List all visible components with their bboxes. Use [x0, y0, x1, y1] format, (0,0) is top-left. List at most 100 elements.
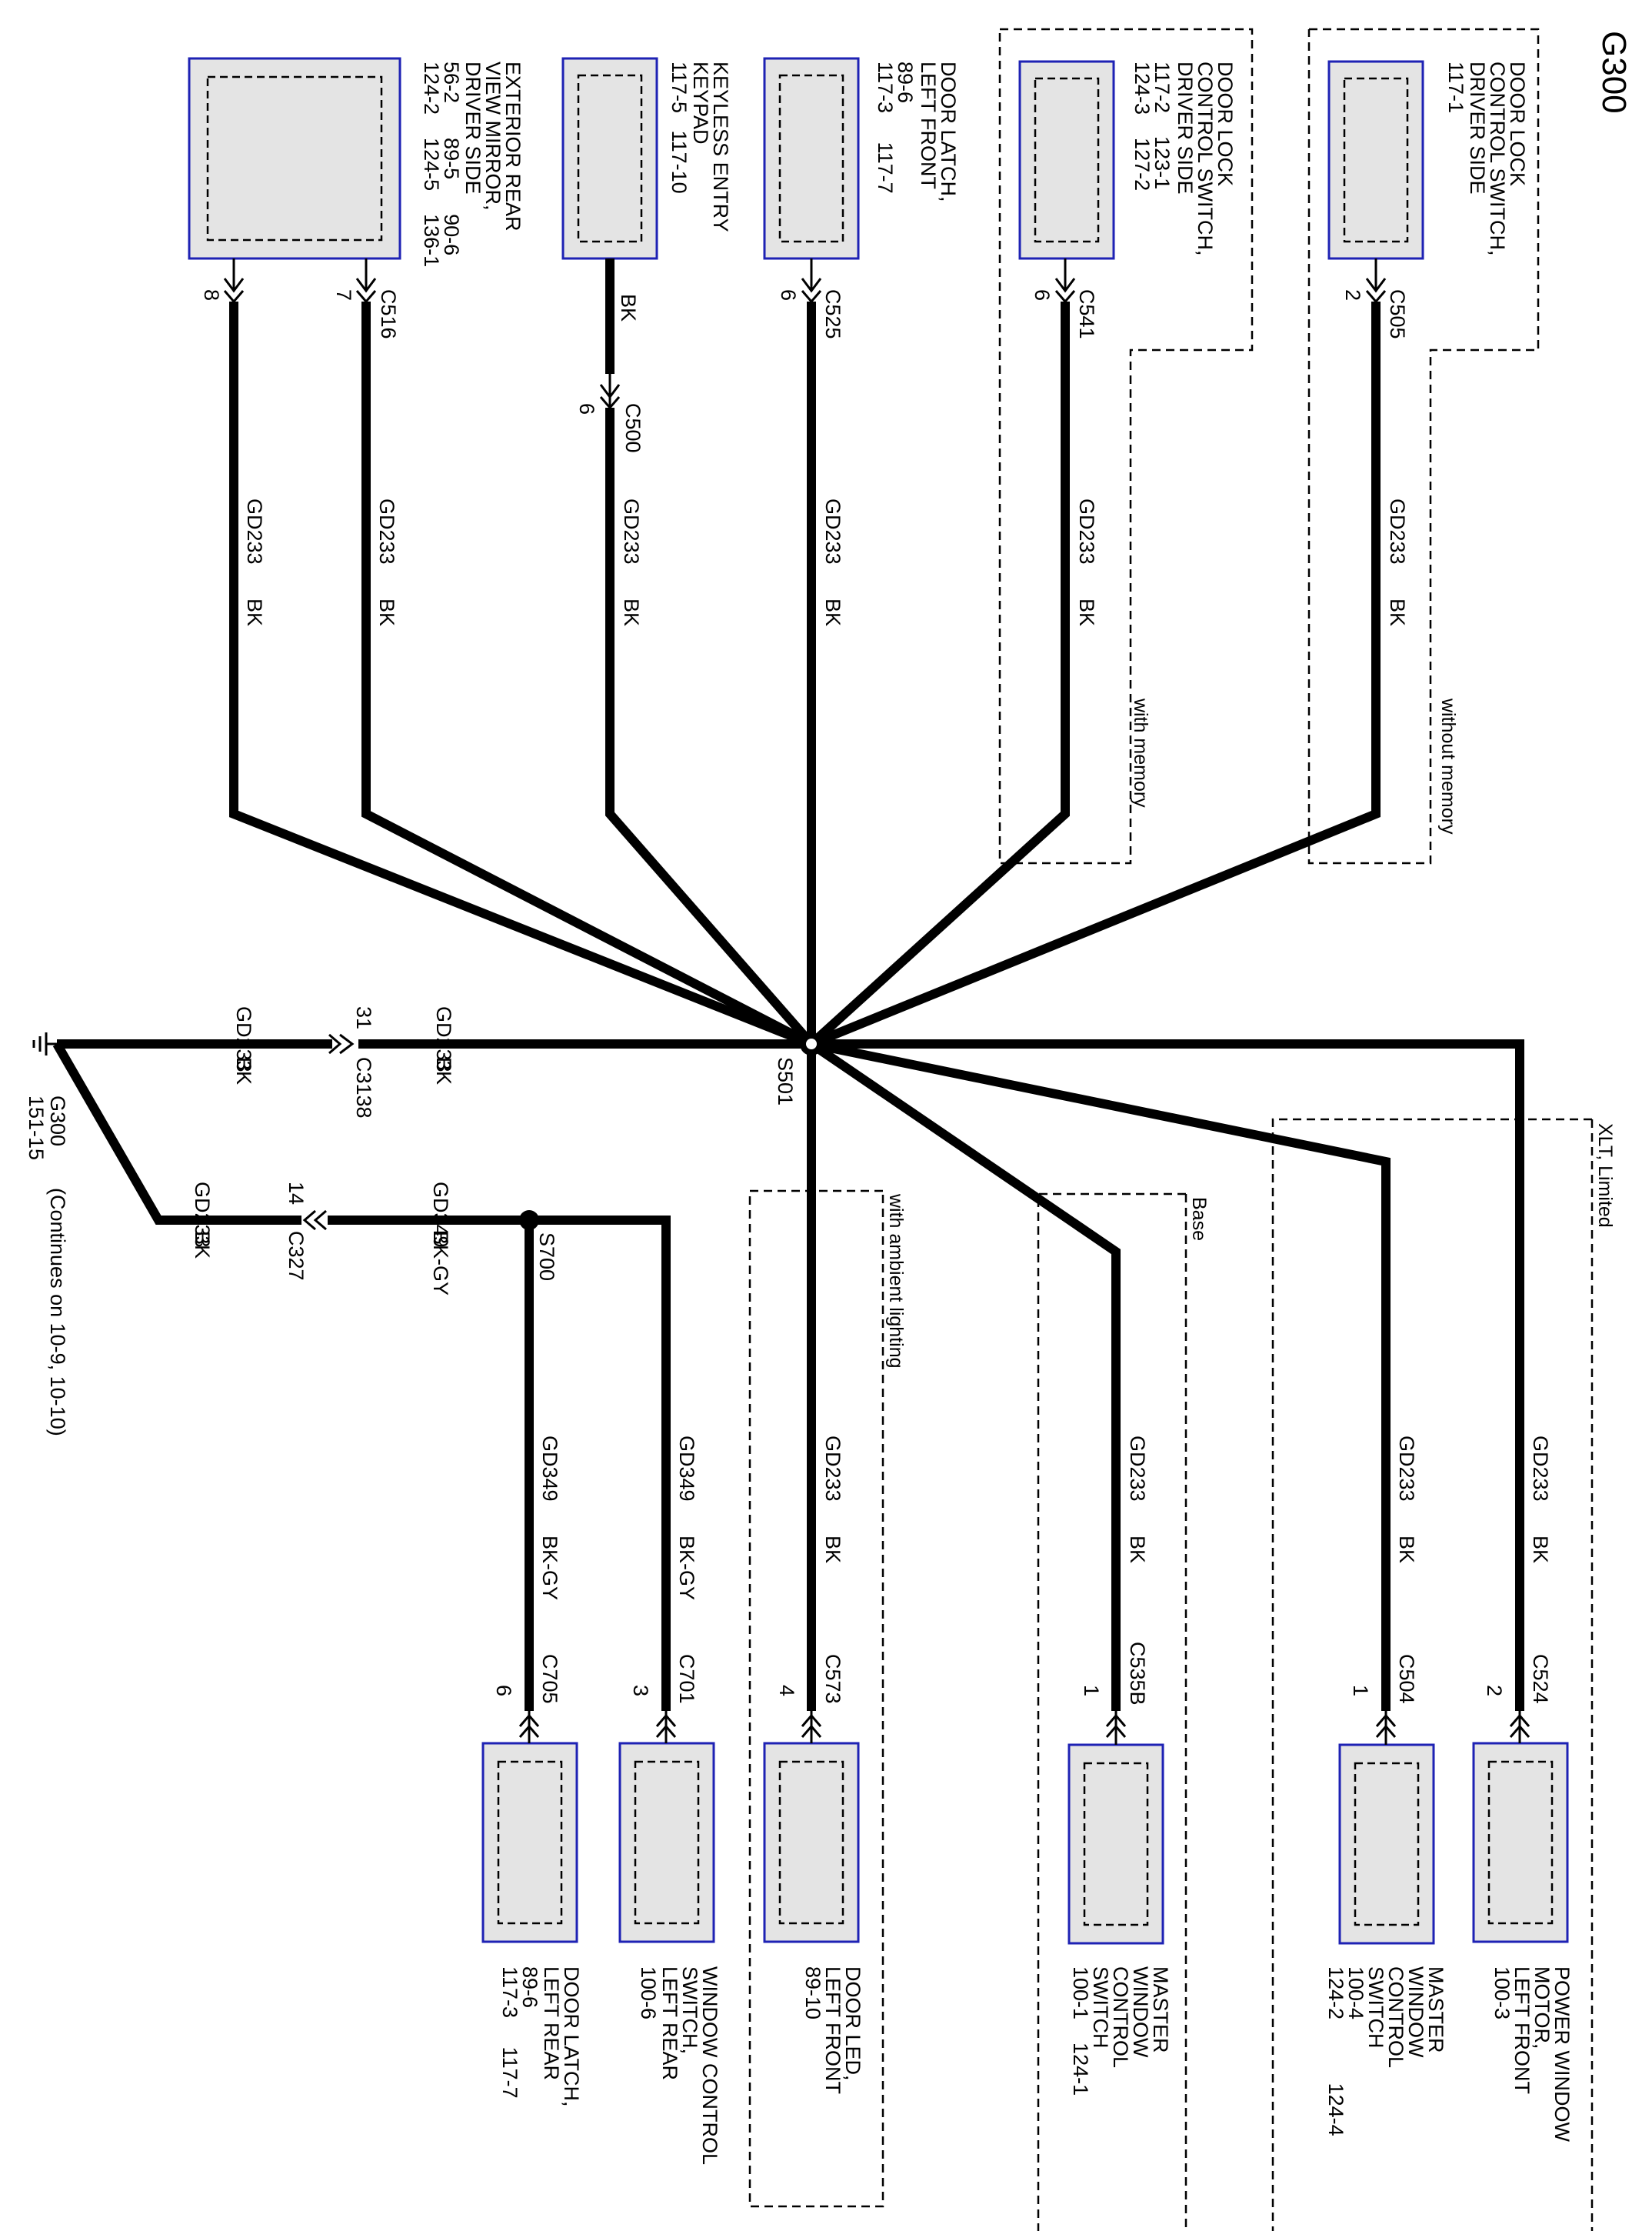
bottom-wires [807, 1039, 1524, 1711]
wire-window-lr-id: GD349 [675, 1436, 698, 1502]
c327-pin: 14 [285, 1182, 308, 1206]
door-lock-switch-memory-name: DOOR LOCK CONTROL SWITCH, DRIVER SIDE [1174, 62, 1237, 256]
ground-symbol [32, 1032, 57, 1055]
exterior-mirror-refs: 56-2 89-5 90-6 124-2 124-5 136-1 [420, 62, 463, 268]
wire-master-xlt-color: BK [1395, 1536, 1418, 1564]
pin-c701-3: 3 [629, 1685, 652, 1697]
pin-c705-6: 6 [492, 1685, 515, 1697]
continues-note: (Continues on 10-9, 10-10) [46, 1188, 69, 1436]
keyless-keypad-component [561, 57, 658, 260]
pin-c573-4: 4 [775, 1685, 798, 1697]
splice-s700-label: S700 [535, 1232, 558, 1282]
xlt-limited-boundary [1271, 1118, 1592, 2231]
wire-lock-memory-id: GD233 [1075, 499, 1098, 565]
master-switch-xlt-name: MASTER WINDOW CONTROL SWITCH [1364, 1966, 1447, 2069]
connector-c541: C541 [1075, 289, 1098, 339]
pin-c525-6: 6 [777, 289, 800, 302]
door-led-refs: 89-10 [801, 1966, 824, 2020]
master-switch-xlt-component [1338, 1743, 1435, 1945]
wire-lock-id: GD233 [1386, 499, 1409, 565]
pin-c524-2: 2 [1483, 1685, 1506, 1697]
pin-c516-7: 7 [332, 289, 355, 302]
connector-c525: C525 [821, 289, 844, 339]
connector-c504: C504 [1395, 1654, 1418, 1704]
wire-latch-lf-id: GD233 [821, 499, 844, 565]
pin-c505-2: 2 [1341, 289, 1364, 302]
wire-latch-lr-color: BK-GY [538, 1536, 561, 1601]
master-switch-base-name: MASTER WINDOW CONTROL SWITCH [1089, 1966, 1172, 2069]
wire-led-id: GD233 [821, 1436, 844, 1502]
page-title: G300 [1595, 31, 1633, 114]
wire-latch-lr-id: GD349 [538, 1436, 561, 1502]
door-latch-lf-name: DOOR LATCH, LEFT FRONT [917, 62, 960, 202]
window-motor-component [1472, 1742, 1569, 1943]
top-wires [229, 258, 1381, 1049]
wire-master-base-color: BK [1126, 1536, 1149, 1564]
door-latch-lr-name: DOOR LATCH, LEFT REAR [540, 1966, 583, 2107]
keypad-stub-color: BK [617, 294, 640, 322]
keyless-keypad-refs: 117-5 117-10 [668, 62, 691, 194]
window-switch-lr-name: WINDOW CONTROL SWITCH, LEFT REAR [658, 1966, 721, 2165]
c327-connector: C327 [285, 1231, 308, 1281]
ground-wire-in-color: BK [232, 1057, 255, 1085]
c3138-pin: 31 [352, 1006, 375, 1030]
connector-c500: C500 [621, 403, 644, 453]
wire-latch-lf-color: BK [821, 599, 844, 627]
ground-label: G300 [46, 1095, 69, 1147]
window-switch-lr-refs: 100-6 [637, 1966, 660, 2020]
without-memory-label: without memory [1437, 699, 1459, 835]
door-lock-switch-memory-refs: 117-2 123-1 124-3 127-2 [1131, 62, 1174, 192]
connector-c535b: C535B [1126, 1642, 1149, 1706]
ambient-boundary [748, 1189, 884, 2208]
connector-c516: C516 [377, 289, 400, 339]
wire-mirror-7-id: GD233 [375, 499, 398, 565]
wire-master-base-id: GD233 [1126, 1436, 1149, 1502]
wire-master-xlt-id: GD233 [1395, 1436, 1418, 1502]
pin-c504-1: 1 [1349, 1685, 1372, 1697]
ground-connector-arrows [302, 1033, 355, 1231]
door-latch-lr-component [481, 1742, 578, 1943]
top-connector-stubs [232, 258, 1377, 408]
keyless-keypad-name: KEYLESS ENTRY KEYPAD [689, 62, 732, 232]
connector-c705: C705 [538, 1654, 561, 1704]
master-switch-xlt-refs: 100-4 124-2 124-4 [1324, 1966, 1367, 2136]
base-boundary [1037, 1192, 1186, 2231]
window-motor-refs: 100-3 [1490, 1966, 1514, 2020]
c327-wire-in-color: BK [191, 1231, 214, 1259]
wire-window-lr-color: BK-GY [675, 1536, 698, 1601]
wire-keypad-id: GD233 [620, 499, 643, 565]
exterior-mirror-component [188, 57, 401, 260]
door-led-name: DOOR LED, LEFT FRONT [821, 1966, 864, 2095]
pin-c500-6: 6 [575, 403, 598, 415]
splice-s700 [519, 1210, 539, 1230]
connector-c701: C701 [675, 1654, 698, 1704]
exterior-mirror-name: EXTERIOR REAR VIEW MIRROR, DRIVER SIDE [461, 62, 525, 232]
wire-keypad-color: BK [620, 599, 643, 627]
connector-c573: C573 [821, 1654, 844, 1704]
without-memory-boundary [1307, 28, 1540, 865]
ground-wires [52, 1039, 811, 1711]
bottom-connector-arrows [518, 1713, 1530, 1738]
door-latch-lf-refs: 89-6 117-3 117-7 [874, 62, 917, 194]
with-memory-boundary [998, 28, 1254, 865]
ground-ref: 151-15 [25, 1095, 48, 1161]
door-lock-switch-refs: 117-1 [1444, 62, 1467, 114]
xlt-limited-label: XLT, Limited [1594, 1123, 1616, 1228]
connector-c524: C524 [1529, 1654, 1552, 1704]
window-motor-name: POWER WINDOW MOTOR, LEFT FRONT [1510, 1966, 1574, 2142]
pin-c516-8: 8 [200, 289, 223, 302]
c3138-connector: C3138 [352, 1057, 375, 1119]
splice-s501-label: S501 [774, 1057, 797, 1106]
wire-led-color: BK [821, 1536, 844, 1564]
wire-lock-color: BK [1386, 599, 1409, 627]
connector-c505: C505 [1386, 289, 1409, 339]
wire-mirror-7-color: BK [375, 599, 398, 627]
wire-lock-memory-color: BK [1075, 599, 1098, 627]
door-lock-switch-name: DOOR LOCK CONTROL SWITCH, DRIVER SIDE [1466, 62, 1529, 256]
door-lock-switch-memory-component [1018, 60, 1115, 260]
master-switch-base-component [1067, 1743, 1164, 1945]
pin-c535b-1: 1 [1080, 1685, 1103, 1697]
with-memory-label: with memory [1130, 699, 1151, 808]
wire-motor-id: GD233 [1529, 1436, 1552, 1502]
